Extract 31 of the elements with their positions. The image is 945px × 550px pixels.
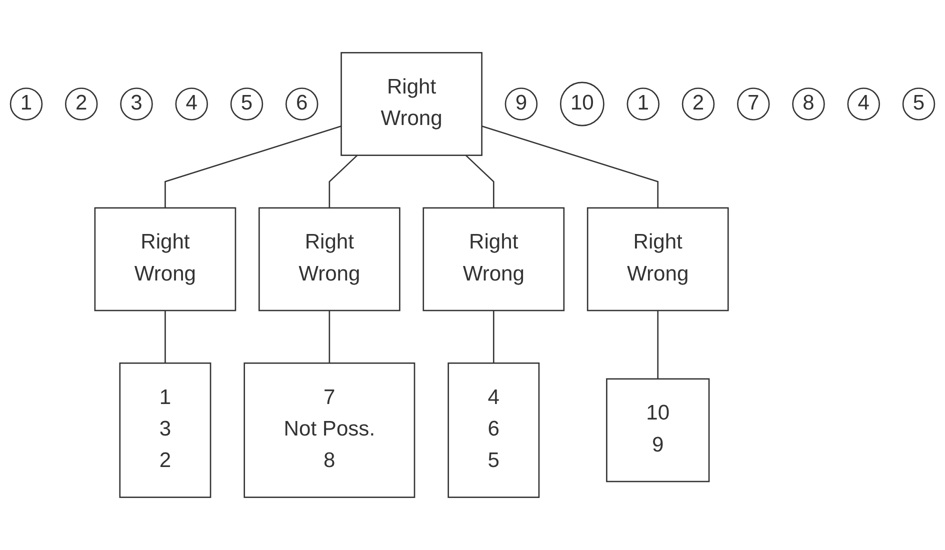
connector bbox=[465, 154, 494, 208]
node-circle bbox=[847, 88, 880, 120]
connector bbox=[164, 310, 166, 364]
connector bbox=[657, 310, 659, 379]
node-circle bbox=[902, 88, 936, 120]
node-circle bbox=[10, 88, 43, 120]
node-box bbox=[94, 207, 236, 312]
node-box bbox=[448, 362, 540, 498]
node-box bbox=[244, 362, 416, 498]
node-circle bbox=[285, 88, 318, 120]
connector bbox=[482, 126, 659, 208]
node-circle bbox=[682, 88, 715, 120]
connector bbox=[164, 126, 342, 208]
node-box bbox=[119, 362, 212, 498]
connector bbox=[328, 154, 358, 208]
connector bbox=[328, 310, 330, 364]
node-circle bbox=[230, 88, 264, 120]
node-circle bbox=[175, 88, 208, 120]
node-circle bbox=[64, 88, 98, 120]
node-box bbox=[422, 207, 565, 312]
node-box bbox=[586, 207, 729, 312]
connector bbox=[492, 310, 494, 364]
node-circle bbox=[737, 88, 770, 120]
node-circle bbox=[560, 82, 604, 126]
node-box bbox=[606, 378, 710, 482]
node-box bbox=[340, 52, 482, 156]
node-circle bbox=[626, 88, 660, 120]
node-circle bbox=[792, 88, 825, 120]
node-circle bbox=[120, 88, 153, 120]
node-circle bbox=[504, 88, 538, 120]
node-box bbox=[258, 207, 400, 312]
